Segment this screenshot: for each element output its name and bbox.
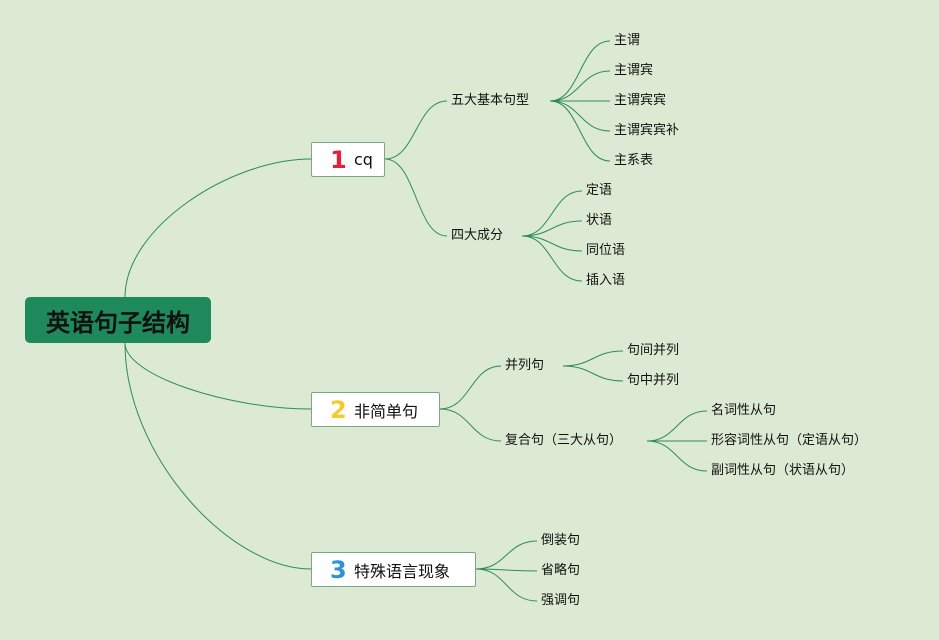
root-node[interactable]: 英语句子结构 <box>25 297 211 343</box>
leaf-node[interactable]: 主系表 <box>614 153 654 168</box>
connector-line <box>549 100 611 132</box>
connector-line <box>646 410 708 442</box>
connector-line <box>475 540 538 570</box>
connector-line <box>521 235 583 282</box>
leaf-node[interactable]: 插入语 <box>586 273 626 288</box>
branch-number-2: 2 <box>330 395 347 424</box>
leaf-node[interactable]: 省略句 <box>541 563 581 578</box>
connector-line <box>549 40 611 102</box>
branch-node-3[interactable]: 3 特殊语言现象 <box>311 552 476 587</box>
connector-line <box>384 158 448 237</box>
leaf-node[interactable]: 同位语 <box>586 243 626 258</box>
root-label: 英语句子结构 <box>46 308 190 337</box>
leaf-node[interactable]: 倒装句 <box>541 533 581 548</box>
connector-line <box>439 365 502 410</box>
leaf-node[interactable]: 主谓宾宾 <box>614 93 667 108</box>
root-to-branch-1 <box>124 158 312 298</box>
branch-label-1: cq <box>354 150 373 169</box>
topic-compound-sentence[interactable]: 并列句 <box>505 358 545 373</box>
branch-label-3: 特殊语言现象 <box>354 561 451 581</box>
connector-line <box>521 235 583 252</box>
branch-number-3: 3 <box>330 555 347 584</box>
branch-label-2: 非简单句 <box>354 401 419 421</box>
connector-line <box>562 365 624 382</box>
root-to-branch-3 <box>124 342 312 570</box>
connector-line <box>384 100 448 160</box>
connector-line <box>549 100 611 162</box>
leaf-node[interactable]: 句间并列 <box>627 343 680 358</box>
connector-line <box>439 408 502 442</box>
leaf-node[interactable]: 形容词性从句（定语从句） <box>711 433 868 448</box>
root-to-branch-2 <box>124 342 312 410</box>
connector-line <box>521 220 583 237</box>
leaf-node[interactable]: 副词性从句（状语从句） <box>711 463 855 478</box>
leaf-node[interactable]: 强调句 <box>541 593 581 608</box>
connector-line <box>562 350 624 367</box>
connector-line <box>646 440 708 472</box>
topic-four-components[interactable]: 四大成分 <box>451 228 504 243</box>
topic-complex-sentence[interactable]: 复合句（三大从句） <box>505 433 623 448</box>
leaf-node[interactable]: 名词性从句 <box>711 403 777 418</box>
leaf-node[interactable]: 定语 <box>586 183 613 198</box>
leaf-node[interactable]: 句中并列 <box>627 373 680 388</box>
branch-number-1: 1 <box>330 145 347 174</box>
topic-five-basic-patterns[interactable]: 五大基本句型 <box>451 93 530 108</box>
leaf-node[interactable]: 主谓宾宾补 <box>614 123 680 138</box>
connector-line <box>475 568 538 572</box>
connector-line <box>549 70 611 102</box>
connector-line <box>475 568 538 602</box>
leaf-node[interactable]: 状语 <box>586 213 613 228</box>
connector-line <box>521 190 583 237</box>
branch-node-1[interactable]: 1 cq <box>311 142 385 177</box>
leaf-node[interactable]: 主谓 <box>614 33 641 48</box>
leaf-node[interactable]: 主谓宾 <box>614 63 654 78</box>
branch-node-2[interactable]: 2 非简单句 <box>311 392 440 427</box>
